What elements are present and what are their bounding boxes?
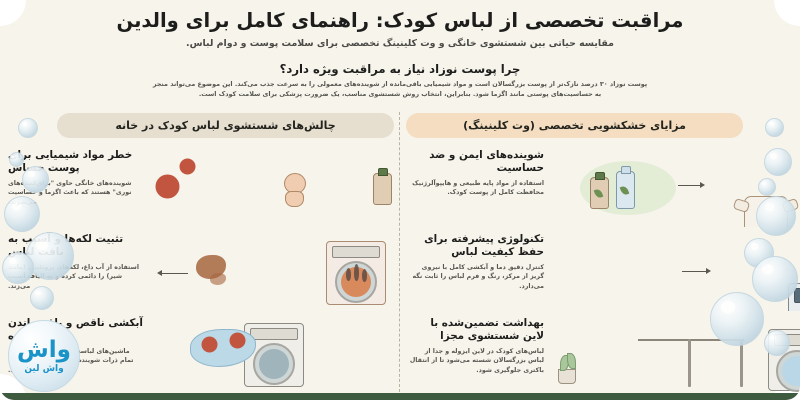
- eco-detergent-pump-icon: [616, 166, 635, 209]
- plant-icon: [567, 353, 576, 369]
- question-heading: چرا پوست نوزاد نیاز به مراقبت ویژه دارد؟: [279, 61, 521, 76]
- detergent-bottle-icon: [373, 168, 392, 205]
- column-header-home-challenges: چالش‌های شستشوی لباس کودک در خانه: [57, 113, 394, 138]
- arrow-icon: [678, 181, 705, 190]
- germ-icon: [158, 177, 177, 196]
- list-item-title: خطر مواد شیمیایی برای پوست حساس: [8, 149, 133, 175]
- header: مراقبت تخصصی از لباس کودک: راهنمای کامل …: [0, 0, 800, 108]
- list-item-description: کنترل دقیق دما و آبکشی کامل با نیروی گری…: [412, 263, 544, 290]
- column-wet-cleaning-benefits: شوینده‌های ایمن و ضد حساسیت استفاده از م…: [400, 143, 800, 395]
- illustration-stain-setting: [152, 233, 400, 311]
- eco-detergent-bottle-icon: [590, 172, 609, 209]
- illustration-chemical-risk: [152, 149, 400, 227]
- illustration-separate-hygiene-line: [552, 317, 800, 395]
- list-item-description: استفاده از آب داغ، لکه‌های پروتئینی (مان…: [8, 263, 139, 290]
- list-item: شوینده‌های ایمن و ضد حساسیت استفاده از م…: [400, 143, 800, 227]
- stain-icon: [210, 273, 226, 285]
- arrow-icon: [157, 269, 188, 278]
- list-item-title: شوینده‌های ایمن و ضد حساسیت: [429, 149, 544, 175]
- column-divider: [399, 112, 400, 392]
- item-text: خطر مواد شیمیایی برای پوست حساس شوینده‌ه…: [0, 149, 152, 207]
- germ-icon: [182, 161, 193, 172]
- illustration-safe-detergents: [552, 149, 800, 227]
- list-item: تکنولوژی پیشرفته برای حفظ کیفیت لباس کنت…: [400, 227, 800, 311]
- item-text: تثبیت لکه‌ها و آسیب به بافت لباس استفاده…: [0, 233, 152, 291]
- washing-machine-hot-icon: [326, 241, 386, 305]
- list-item: بهداشت تضمین‌شده با لاین شستشوی مجزا لبا…: [400, 311, 800, 395]
- list-item-description: شوینده‌های خانگی حاوی "براق‌کننده‌های نو…: [8, 179, 132, 206]
- list-item-description: استفاده از مواد پایه طبیعی و هایپوآلرژنی…: [412, 179, 544, 197]
- list-item-title: بهداشت تضمین‌شده با لاین شستشوی مجزا: [430, 317, 544, 343]
- logo-wordmark: واش لین: [24, 363, 64, 374]
- logo: واش واش لین: [8, 320, 80, 392]
- column-header-home-challenges-label: چالش‌های شستشوی لباس کودک در خانه: [115, 119, 336, 132]
- list-item: خطر مواد شیمیایی برای پوست حساس شوینده‌ه…: [0, 143, 400, 227]
- germ-icon: [232, 335, 243, 346]
- item-text: تکنولوژی پیشرفته برای حفظ کیفیت لباس کنت…: [400, 233, 552, 291]
- logo-mark: واش: [17, 336, 71, 363]
- page-subtitle: مقایسه حیاتی بین شستشوی خانگی و وت کلینی…: [186, 38, 614, 50]
- list-item-title: تثبیت لکه‌ها و آسیب به بافت لباس: [8, 233, 124, 259]
- illustration-incomplete-rinse: [152, 317, 400, 395]
- illustration-advanced-technology: [552, 233, 800, 311]
- page-title: مراقبت تخصصی از لباس کودک: راهنمای کامل …: [116, 9, 684, 32]
- clothesline-icon: [638, 339, 744, 341]
- clean-baby-onesie-icon: [744, 196, 788, 227]
- column-header-wet-cleaning-benefits: مزایای خشکشویی تخصصی (وت کلینینگ): [406, 113, 743, 138]
- item-text: بهداشت تضمین‌شده با لاین شستشوی مجزا لبا…: [400, 317, 552, 375]
- bubble-decoration: [18, 118, 38, 138]
- germ-icon: [204, 339, 215, 350]
- list-item-title: تکنولوژی پیشرفته برای حفظ کیفیت لباس: [424, 233, 544, 259]
- list-item-description: لباس‌های کودک در لاین ایزوله و جدا از لب…: [409, 347, 544, 374]
- bottom-accent-bar: [0, 393, 800, 400]
- plant-icon: [558, 369, 576, 384]
- clothesline-pole: [740, 339, 743, 387]
- question-body: پوست نوزاد ۳۰ درصد نازک‌تر از پوست بزرگس…: [152, 79, 648, 98]
- professional-washer-icon: [788, 283, 800, 311]
- item-text: شوینده‌های ایمن و ضد حساسیت استفاده از م…: [400, 149, 552, 198]
- clothesline-pole: [688, 339, 691, 387]
- column-header-wet-cleaning-benefits-label: مزایای خشکشویی تخصصی (وت کلینینگ): [463, 119, 686, 132]
- washing-machine-icon: [768, 329, 800, 392]
- washing-machine-icon: [244, 323, 304, 387]
- crying-baby-body: [285, 191, 304, 207]
- arrow-icon: [682, 267, 711, 276]
- bubble-decoration: [765, 118, 784, 137]
- list-item: تثبیت لکه‌ها و آسیب به بافت لباس استفاده…: [0, 227, 400, 311]
